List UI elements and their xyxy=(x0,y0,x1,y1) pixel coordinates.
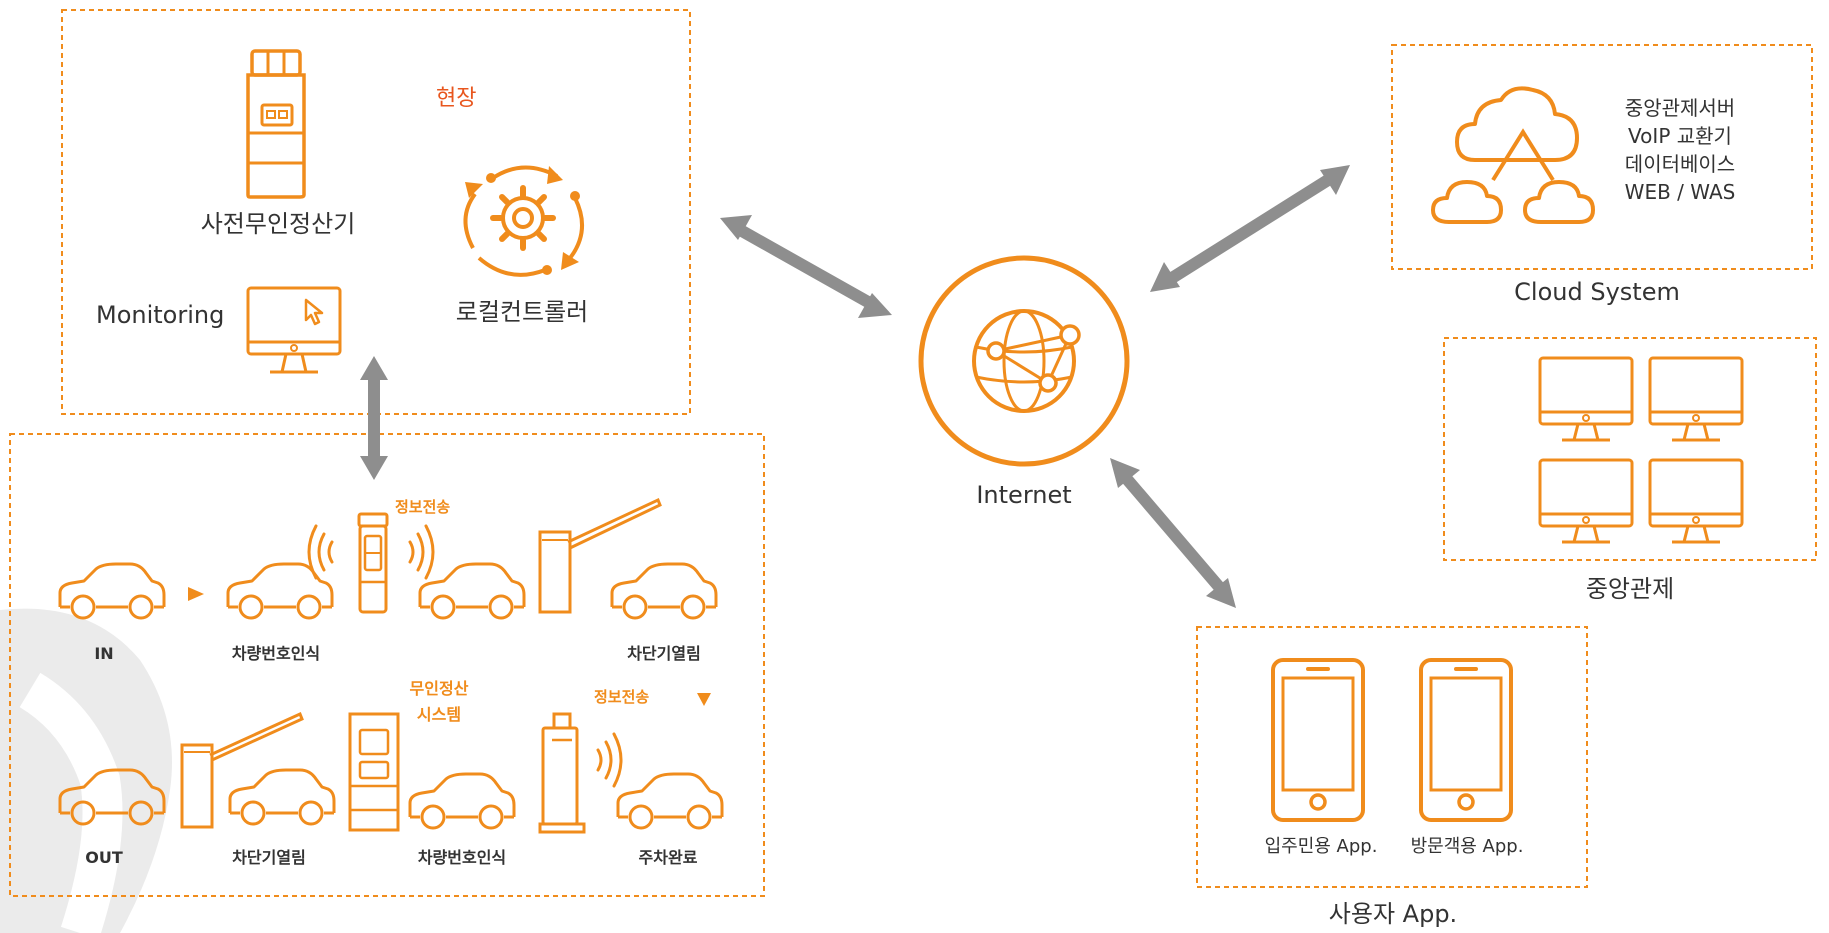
arrow-site-internet xyxy=(720,215,892,318)
site-title: 현장 xyxy=(436,86,477,111)
arrow-site-flow xyxy=(360,356,388,480)
barrier-gate-icon xyxy=(180,711,304,829)
wireless-signal-icon xyxy=(408,524,435,580)
cloud-caption: Cloud System xyxy=(1514,278,1680,306)
kiosk-icon xyxy=(538,712,586,834)
background-mark-cut xyxy=(19,672,123,933)
payment-system-line1: 무인정산 xyxy=(409,679,469,698)
monitoring-label: Monitoring xyxy=(96,301,225,329)
cloud-network-icon xyxy=(1431,86,1595,224)
site-box xyxy=(61,9,691,415)
cloud-service-2: VoIP 교환기 xyxy=(1628,124,1732,148)
in-label: IN xyxy=(94,644,114,663)
barrier-open-bottom: 차단기열림 xyxy=(232,848,306,867)
internet-label: Internet xyxy=(976,481,1072,509)
cloud-service-4: WEB / WAS xyxy=(1624,180,1736,204)
kiosk-icon xyxy=(348,712,400,832)
monitor-icon xyxy=(1538,458,1634,544)
monitor-cursor-icon xyxy=(246,286,342,374)
barrier-gate-icon xyxy=(538,497,662,614)
plate-recognition-top: 차량번호인식 xyxy=(231,644,321,663)
car-icon xyxy=(58,562,166,620)
plate-recognition-bottom: 차량번호인식 xyxy=(417,848,507,867)
resident-app-label: 입주민용 App. xyxy=(1264,836,1378,857)
monitor-icon xyxy=(1648,356,1744,442)
globe-network-icon xyxy=(918,255,1130,467)
out-label: OUT xyxy=(85,848,123,867)
info-transfer-top: 정보전송 xyxy=(395,498,451,516)
apps-box xyxy=(1196,626,1588,888)
apps-caption: 사용자 App. xyxy=(1328,900,1458,928)
car-icon xyxy=(610,562,718,620)
flow-box xyxy=(9,433,765,897)
wireless-signal-icon xyxy=(596,732,623,788)
payment-system-line2: 시스템 xyxy=(416,705,462,724)
monitor-icon xyxy=(1538,356,1634,442)
car-icon xyxy=(616,772,724,830)
smartphone-icon xyxy=(1419,658,1513,822)
triangle-arrow-icon xyxy=(188,587,204,601)
smartphone-icon xyxy=(1271,658,1365,822)
arrow-internet-cloud xyxy=(1150,165,1350,292)
cloud-service-1: 중앙관제서버 xyxy=(1624,96,1736,120)
arrow-internet-apps xyxy=(1110,458,1236,608)
barrier-open-top: 차단기열림 xyxy=(627,644,701,663)
car-icon xyxy=(228,768,336,826)
wireless-signal-icon xyxy=(307,524,334,580)
car-icon xyxy=(226,562,334,620)
kiosk-icon xyxy=(357,512,389,614)
triangle-arrow-icon xyxy=(697,693,711,706)
visitor-app-label: 방문객용 App. xyxy=(1410,836,1524,857)
cloud-box xyxy=(1391,44,1813,270)
gear-cycle-icon xyxy=(463,165,584,277)
controller-label: 로컬컨트롤러 xyxy=(455,298,589,326)
kiosk-label: 사전무인정산기 xyxy=(200,210,356,238)
car-icon xyxy=(408,772,516,830)
kiosk-icon xyxy=(246,49,306,199)
cloud-service-3: 데이터베이스 xyxy=(1624,152,1736,176)
central-caption: 중앙관제 xyxy=(1585,575,1675,603)
monitor-icon xyxy=(1648,458,1744,544)
parking-complete: 주차완료 xyxy=(638,848,698,867)
car-icon xyxy=(418,562,526,620)
info-transfer-bottom: 정보전송 xyxy=(594,688,650,706)
